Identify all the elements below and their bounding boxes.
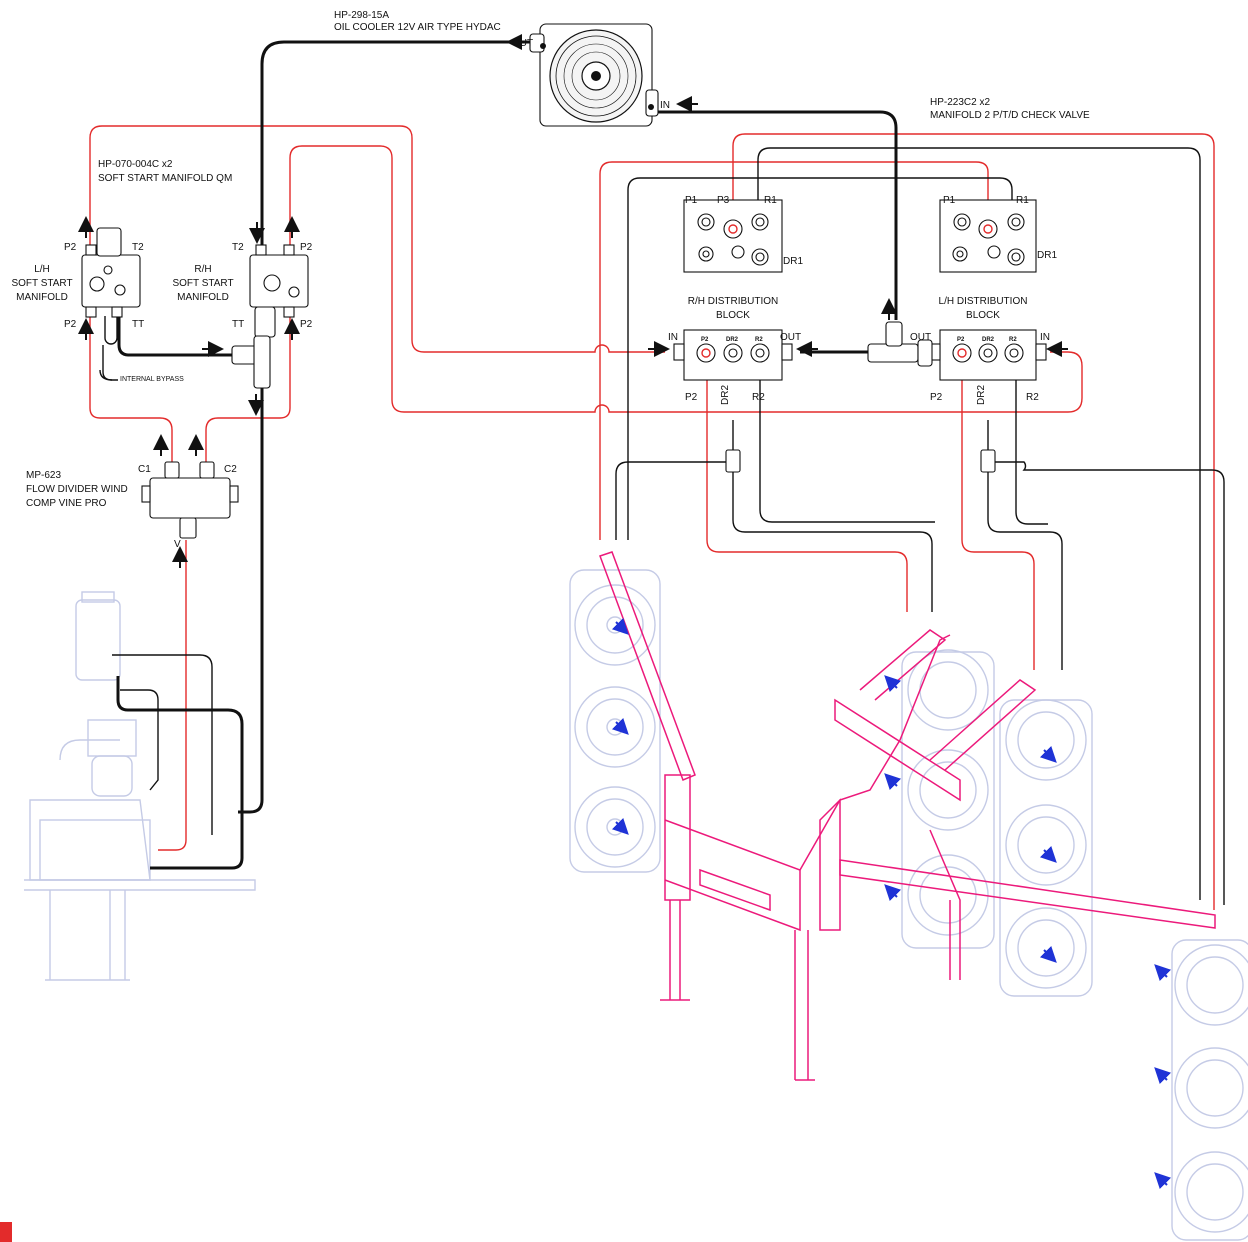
oil-cooler-out-label: OUT xyxy=(512,38,533,49)
rh-dist-port-r2: R2 xyxy=(755,337,763,343)
fan-rotation-arrow-icon xyxy=(884,773,902,791)
lh-dist-subtitle: BLOCK xyxy=(966,310,1000,321)
rh-soft-start-line3: MANIFOLD xyxy=(177,292,229,303)
bypass-leader xyxy=(99,369,113,381)
rh-soft-start-manifold xyxy=(249,244,309,338)
fan-rotation-arrow-icon xyxy=(611,717,629,735)
lh-soft-start-line2: SOFT START xyxy=(11,278,72,289)
lh-dist-title: L/H DISTRIBUTION xyxy=(939,296,1028,307)
lh-dist-in: IN xyxy=(1040,332,1050,343)
rh-dist-title: R/H DISTRIBUTION xyxy=(688,296,779,307)
flow-divider-v: V xyxy=(174,539,181,550)
lh-dist-port-r2: R2 xyxy=(1009,337,1017,343)
lh-dist-r2: R2 xyxy=(1026,392,1039,403)
fan-rotation-arrow-icon xyxy=(884,675,902,693)
flow-divider-c2: C2 xyxy=(224,464,237,475)
rh-ss-tt: TT xyxy=(232,319,244,330)
oil-cooler-fan-icon xyxy=(549,29,643,123)
lh-cv-dr1: DR1 xyxy=(1037,250,1057,261)
rh-soft-start-line1: R/H xyxy=(194,264,211,275)
tank-lines xyxy=(112,654,213,835)
fan-rotation-arrow-icon xyxy=(1039,845,1057,863)
oil-cooler xyxy=(529,23,659,127)
fan-left-2 xyxy=(574,686,656,768)
fan-rotation-arrow-icon xyxy=(1154,1067,1172,1085)
rh-dist-r2: R2 xyxy=(752,392,765,403)
check-valve-part-no: HP-223C2 x2 xyxy=(930,97,990,108)
rh-ss-t2: T2 xyxy=(232,242,244,253)
rh-dist-subtitle: BLOCK xyxy=(716,310,750,321)
rh-cv-p3: P3 xyxy=(717,195,730,206)
lh-ss-p2-top: P2 xyxy=(64,242,77,253)
lh-soft-start-line1: L/H xyxy=(34,264,50,275)
lh-dist-dr2: DR2 xyxy=(976,385,987,405)
check-valve-rh xyxy=(683,199,783,273)
rh-cv-dr1: DR1 xyxy=(783,256,803,267)
soft-start-part-no: HP-070-004C x2 xyxy=(98,159,173,170)
oil-cooler-name: OIL COOLER 12V AIR TYPE HYDAC xyxy=(334,22,501,33)
lh-ss-p2-bottom: P2 xyxy=(64,319,77,330)
drain-tees xyxy=(725,449,996,473)
oil-cooler-part-no: HP-298-15A xyxy=(334,10,389,21)
fan-rotation-arrow-icon xyxy=(884,884,902,902)
rh-distribution-block xyxy=(673,329,793,381)
fan-rotation-arrows xyxy=(611,617,1172,1190)
rh-dist-port-dr2: DR2 xyxy=(726,337,739,343)
rh-ss-p2-bottom: P2 xyxy=(300,319,313,330)
fan-rotation-arrow-icon xyxy=(611,817,629,835)
fan-rotation-arrow-icon xyxy=(1154,964,1172,982)
lh-ss-tt: TT xyxy=(132,319,144,330)
dist-tee-fitting xyxy=(867,321,933,367)
sprayer-frame xyxy=(599,551,1216,1081)
rh-dist-dr2: DR2 xyxy=(720,385,731,405)
flow-divider-line2: COMP VINE PRO xyxy=(26,498,107,509)
fan-rotation-arrow-icon xyxy=(1154,1172,1172,1190)
rh-dist-p2: P2 xyxy=(685,392,698,403)
flow-divider-part-no: MP-623 xyxy=(26,470,61,481)
page-marker xyxy=(0,1222,12,1242)
lh-soft-start-manifold xyxy=(81,227,141,318)
rh-dist-port-p2: P2 xyxy=(701,337,709,343)
flow-divider-line1: FLOW DIVIDER WIND xyxy=(26,484,128,495)
fan-rotation-arrow-icon xyxy=(611,617,629,635)
lh-soft-start-line3: MANIFOLD xyxy=(16,292,68,303)
rh-dist-out: OUT xyxy=(780,332,801,343)
fan-rotation-arrow-icon xyxy=(1039,945,1057,963)
check-valve-name: MANIFOLD 2 P/T/D CHECK VALVE xyxy=(930,110,1090,121)
thick-return-hoses xyxy=(116,40,898,870)
rh-soft-start-line2: SOFT START xyxy=(172,278,233,289)
fan-rotation-arrow-icon xyxy=(1039,745,1057,763)
oil-cooler-in-label: IN xyxy=(660,100,670,111)
lh-dist-p2: P2 xyxy=(930,392,943,403)
return-hoses xyxy=(102,147,1225,905)
soft-start-tee xyxy=(231,335,271,389)
pressure-hoses xyxy=(89,125,1215,910)
rh-cv-r1: R1 xyxy=(764,195,777,206)
check-valve-lh xyxy=(939,199,1037,273)
tractor-pump-ghost xyxy=(24,591,256,981)
lh-ss-t2: T2 xyxy=(132,242,144,253)
soft-start-name: SOFT START MANIFOLD QM xyxy=(98,173,232,184)
rh-cv-p1: P1 xyxy=(685,195,698,206)
lh-dist-port-p2: P2 xyxy=(957,337,965,343)
flow-divider xyxy=(141,461,239,539)
lh-cv-p1: P1 xyxy=(943,195,956,206)
lh-cv-r1: R1 xyxy=(1016,195,1029,206)
fan-left-3 xyxy=(574,786,656,868)
rh-ss-p2-top: P2 xyxy=(300,242,313,253)
flow-divider-c1: C1 xyxy=(138,464,151,475)
internal-bypass-label: INTERNAL BYPASS xyxy=(120,376,184,383)
flow-arrows xyxy=(78,216,1068,568)
labels: HP-298-15A OIL COOLER 12V AIR TYPE HYDAC… xyxy=(11,10,1090,550)
lh-dist-out: OUT xyxy=(910,332,931,343)
rh-dist-in: IN xyxy=(668,332,678,343)
lh-distribution-block xyxy=(929,329,1047,381)
lh-dist-port-dr2: DR2 xyxy=(982,337,995,343)
